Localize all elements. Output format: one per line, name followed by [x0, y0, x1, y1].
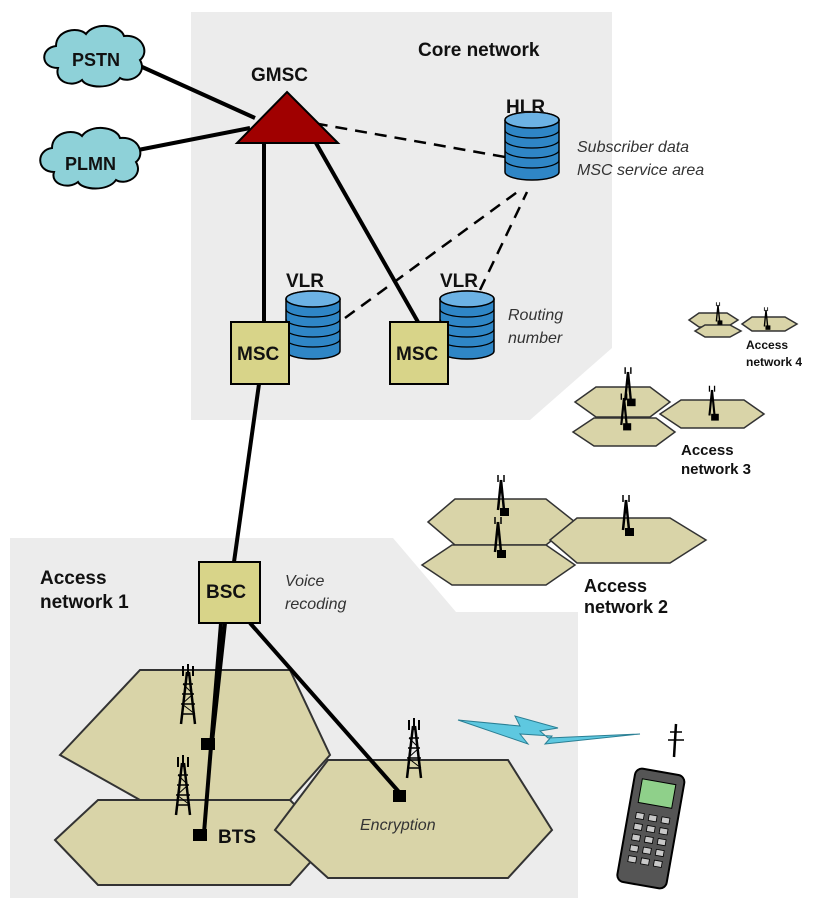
transport-links [137, 64, 420, 834]
msc-label-2: MSC [396, 344, 439, 365]
access-network-4-cells [687, 312, 799, 338]
plmn-cloud [39, 127, 142, 190]
access-network-2-cells [420, 498, 708, 586]
bsc-label: BSC [206, 582, 246, 603]
access-network-3-cells [571, 386, 766, 447]
hlr-label: HLR [506, 97, 545, 118]
hlr-signalling-links [295, 118, 529, 320]
msc-box-1 [230, 321, 290, 385]
access-network-2-label-line-2: network 2 [584, 597, 668, 617]
access-network-1-label-line-2: network 1 [40, 592, 129, 613]
bts-towers [174, 662, 423, 841]
routing-note-line-1: Routing [508, 307, 563, 324]
routing-note-line-2: number [508, 330, 563, 347]
msc-label-1: MSC [237, 344, 280, 365]
gmsc-triangle [234, 90, 341, 144]
voice-note-line-2: recoding [285, 596, 346, 613]
bts-label: BTS [218, 827, 256, 848]
bsc-box [198, 561, 261, 624]
access-network-3-label-line-2: network 3 [681, 461, 751, 478]
vlr-label-2: VLR [440, 271, 478, 292]
pstn-cloud [43, 25, 146, 88]
access-network-3-label-line-1: Access [681, 442, 734, 459]
vlr-label-1: VLR [286, 271, 324, 292]
access-network-2-label-line-1: Access [584, 576, 647, 596]
hlr-note-line-1: Subscriber data [577, 139, 689, 156]
gmsc-label: GMSC [251, 65, 308, 86]
core-network-label: Core network [418, 40, 540, 61]
vlr-database-1 [285, 290, 341, 360]
voice-note-line-1: Voice [285, 573, 325, 590]
access-network-1-label-line-1: Access [40, 568, 107, 589]
access-network-4-label-line-2: network 4 [746, 355, 802, 369]
pstn-label: PSTN [72, 50, 120, 70]
access-network-1-cells [53, 669, 554, 886]
mobile-phone-icon [616, 723, 686, 890]
radio-link-icon [457, 715, 641, 746]
msc-box-2 [389, 321, 449, 385]
hlr-note-line-2: MSC service area [577, 162, 704, 179]
encryption-note: Encryption [360, 817, 436, 834]
plmn-label: PLMN [65, 154, 116, 174]
access-network-4-label-line-1: Access [746, 338, 788, 352]
hlr-database [504, 111, 560, 181]
